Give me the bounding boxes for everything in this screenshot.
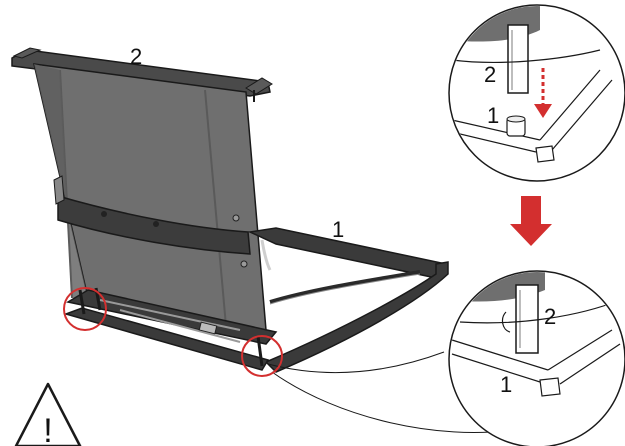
label-back-2: 2 bbox=[130, 44, 142, 69]
highlight-circle-right bbox=[241, 335, 283, 377]
chair-illustration: 2 1 bbox=[11, 44, 513, 434]
label-post-2-bottom: 2 bbox=[544, 304, 556, 329]
highlight-circle-left bbox=[63, 287, 107, 331]
label-peg-1-bottom: 1 bbox=[500, 372, 512, 397]
seat-frame bbox=[247, 227, 449, 373]
insert-arrow-dotted bbox=[534, 68, 552, 118]
label-post-2-top: 2 bbox=[484, 62, 496, 87]
lumbar-strap bbox=[53, 175, 251, 268]
warning-icon: ! bbox=[14, 382, 82, 446]
base-frame bbox=[63, 287, 278, 371]
back-top-bar bbox=[11, 47, 273, 102]
sling-back-panel bbox=[33, 63, 267, 331]
connector-lines bbox=[267, 351, 513, 434]
arrow-down-icon bbox=[510, 196, 552, 246]
warning-symbol: ! bbox=[43, 412, 52, 446]
label-frame-1: 1 bbox=[332, 217, 344, 242]
detail-circle-bottom: 2 1 bbox=[448, 270, 625, 446]
label-peg-1-top: 1 bbox=[487, 103, 499, 128]
detail-circle-top: 2 1 bbox=[448, 4, 625, 182]
